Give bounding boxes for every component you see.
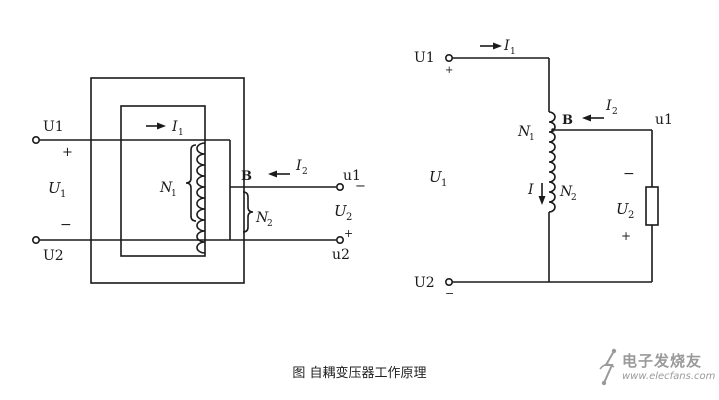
label-U1-right: U1 xyxy=(414,50,435,66)
label-U1: U1 xyxy=(43,119,64,135)
minus-u1: − xyxy=(355,179,366,194)
brace-N2 xyxy=(242,191,254,233)
terminal-U2 xyxy=(31,236,40,245)
watermark-url: www.elecfans.com xyxy=(622,371,716,382)
coil-left xyxy=(196,140,231,254)
label-I: I xyxy=(527,182,534,198)
label-U2-right: U2 xyxy=(414,275,435,291)
arrow-I2-head xyxy=(268,170,277,178)
label-I1-right-sub: 1 xyxy=(510,47,516,57)
label-U2-phasor: U xyxy=(334,202,348,220)
label-I2-right: I xyxy=(605,98,612,114)
label-U1-phasor-sub: 1 xyxy=(60,189,66,200)
label-N1-right-sub: 1 xyxy=(529,133,535,143)
label-U2-phasor-right: U xyxy=(616,200,630,218)
label-I1-right: I xyxy=(503,38,510,54)
arrow-I1-head xyxy=(157,122,166,130)
label-u1-right: u1 xyxy=(655,112,673,128)
core-window xyxy=(120,105,206,257)
label-N2: N xyxy=(255,210,269,226)
figure-caption: 图 自耦变压器工作原理 xyxy=(292,366,427,381)
label-U2: U2 xyxy=(43,248,64,264)
label-N1-right: N xyxy=(517,124,531,140)
plus-u2: + xyxy=(344,227,353,240)
plus-U1-right: + xyxy=(445,65,453,76)
arrow-I1-right-head xyxy=(493,42,502,50)
terminal-U2-right xyxy=(444,277,453,286)
minus-U2: − xyxy=(60,217,72,233)
label-N2-sub: 2 xyxy=(267,219,273,229)
label-u1: u1 xyxy=(343,168,361,184)
label-B: B xyxy=(241,169,252,184)
label-N2-right: N xyxy=(559,184,573,200)
terminal-u2 xyxy=(335,236,344,245)
label-U1-phasor-right-sub: 1 xyxy=(441,178,447,189)
label-U2-phasor-sub: 2 xyxy=(346,212,352,223)
circuit-logo-icon xyxy=(599,348,617,386)
label-I2-sub: 2 xyxy=(302,167,308,177)
minus-U2-right: − xyxy=(445,287,454,300)
label-I2: I xyxy=(295,158,302,174)
label-U1-phasor: U xyxy=(48,179,62,197)
terminal-u1 xyxy=(335,183,344,192)
left-figure xyxy=(31,77,344,284)
watermark-name: 电子发烧友 xyxy=(622,352,703,370)
label-u2: u2 xyxy=(332,247,350,263)
plus-load: + xyxy=(621,229,631,243)
arrow-I-head xyxy=(538,196,546,205)
label-I2-right-sub: 2 xyxy=(612,107,618,117)
label-U2-phasor-right-sub: 2 xyxy=(628,210,634,221)
brace-N1 xyxy=(185,144,197,222)
arrow-I2-right-head xyxy=(582,114,591,122)
label-N1-sub: 1 xyxy=(171,189,177,199)
label-I1: I xyxy=(171,119,178,135)
load-resistor xyxy=(645,186,659,226)
plus-U1: + xyxy=(62,145,73,160)
label-I1-sub: 1 xyxy=(178,128,184,138)
core-outer xyxy=(90,77,245,284)
watermark: 电子发烧友 www.elecfans.com xyxy=(596,347,716,393)
coil-right xyxy=(548,111,556,213)
label-B-right: B xyxy=(562,113,573,128)
label-N1: N xyxy=(159,180,173,196)
terminal-U1-right xyxy=(444,53,453,62)
label-U1-phasor-right: U xyxy=(429,168,443,186)
terminal-U1 xyxy=(31,136,40,145)
label-N2-right-sub: 2 xyxy=(571,193,577,203)
minus-load: − xyxy=(623,166,635,182)
right-figure xyxy=(444,42,659,286)
